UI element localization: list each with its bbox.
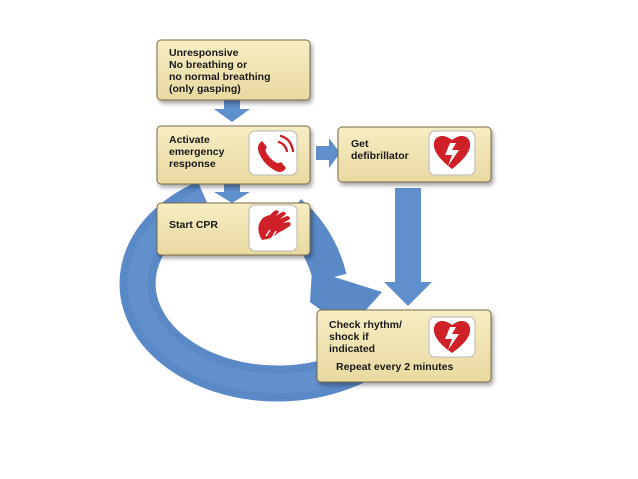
repeat-interval-text: Repeat every 2 minutes: [336, 361, 453, 373]
step-activate-emergency: Activate emergency response: [156, 125, 311, 185]
svg-text:Start CPR: Start CPR: [169, 219, 218, 231]
unresponsive-line-3: no normal breathing: [169, 71, 271, 83]
start-cpr-label: Start CPR: [169, 219, 218, 231]
cpr-hands-icon: [248, 204, 298, 252]
svg-text:Check rhythm/ shock if: Check rhythm/ shock if indicated Repeat …: [329, 319, 453, 373]
unresponsive-line-4: (only gasping): [169, 83, 241, 95]
activate-line-3: response: [169, 158, 216, 170]
svg-text:Unresponsive No breathin: Unresponsive No breathing or no normal b…: [169, 47, 273, 95]
arrow-defibrillator-to-check-rhythm: [384, 188, 432, 306]
defibrillator-line-2: defibrillator: [351, 150, 409, 162]
heart-lightning-icon: [428, 316, 476, 358]
arrow-activate-to-cpr: [214, 184, 250, 203]
step-unresponsive: Unresponsive No breathing or no normal b…: [156, 39, 311, 101]
svg-text:Activate emergency: Activate emergency response: [169, 134, 227, 170]
activate-line-1: Activate: [169, 134, 210, 146]
defibrillator-line-1: Get: [351, 138, 369, 150]
flow-arrows: [214, 98, 432, 306]
unresponsive-line-1: Unresponsive: [169, 47, 239, 59]
check-rhythm-line-1: Check rhythm/: [329, 319, 402, 331]
check-rhythm-line-2: shock if: [329, 331, 369, 343]
arrow-activate-to-defibrillator: [316, 138, 340, 168]
activate-line-2: emergency: [169, 146, 225, 158]
unresponsive-line-2: No breathing or: [169, 59, 247, 71]
heart-lightning-icon: [428, 130, 476, 176]
check-rhythm-line-3: indicated: [329, 343, 375, 355]
step-get-defibrillator: Get defibrillator: [337, 126, 492, 183]
step-check-rhythm: Check rhythm/ shock if indicated Repeat …: [316, 309, 492, 383]
phone-icon: [248, 130, 298, 176]
svg-text:Get defibrillator: Get defibrillator: [351, 138, 409, 162]
step-start-cpr: Start CPR: [156, 202, 311, 256]
arrow-unresponsive-to-activate: [214, 98, 250, 122]
